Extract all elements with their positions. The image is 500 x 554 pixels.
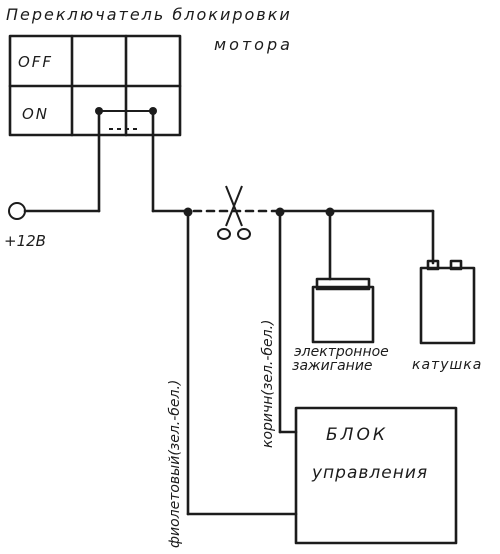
wire-label-brown: коричн(зел.-бел.) (260, 319, 276, 448)
switch-on-label: ON (22, 105, 49, 123)
ignition-label: электронное (294, 344, 389, 360)
wire-label-violet: фиолетовый(зел.-бел.) (167, 380, 183, 548)
power-label: +12В (4, 232, 46, 250)
scissors-handle (217, 228, 231, 240)
ignition-body (311, 285, 375, 344)
electronic-ignition-unit: электронное зажигание (292, 277, 389, 374)
engine-lock-switch: OFF ON (8, 34, 182, 137)
coil-label: катушка (412, 357, 482, 373)
control-unit-subtitle: управления (311, 463, 428, 483)
diagram-title-line2: мотора (214, 35, 293, 54)
ignition-label-2: зажигание (292, 358, 373, 374)
ignition-connector (315, 277, 371, 291)
ignition-coil: катушка (412, 259, 482, 373)
control-unit-box (294, 406, 458, 545)
control-unit-title: БЛОК (326, 425, 388, 445)
terminal-circle-icon (8, 202, 26, 220)
scissors-blade (225, 185, 243, 227)
diagram-title: Переключатель блокировки (6, 5, 292, 24)
switch-off-label: OFF (18, 53, 53, 71)
scissors-handle (237, 228, 251, 240)
scissors-icon (217, 185, 251, 240)
control-unit: БЛОК управления (294, 406, 458, 545)
coil-body (419, 266, 476, 345)
